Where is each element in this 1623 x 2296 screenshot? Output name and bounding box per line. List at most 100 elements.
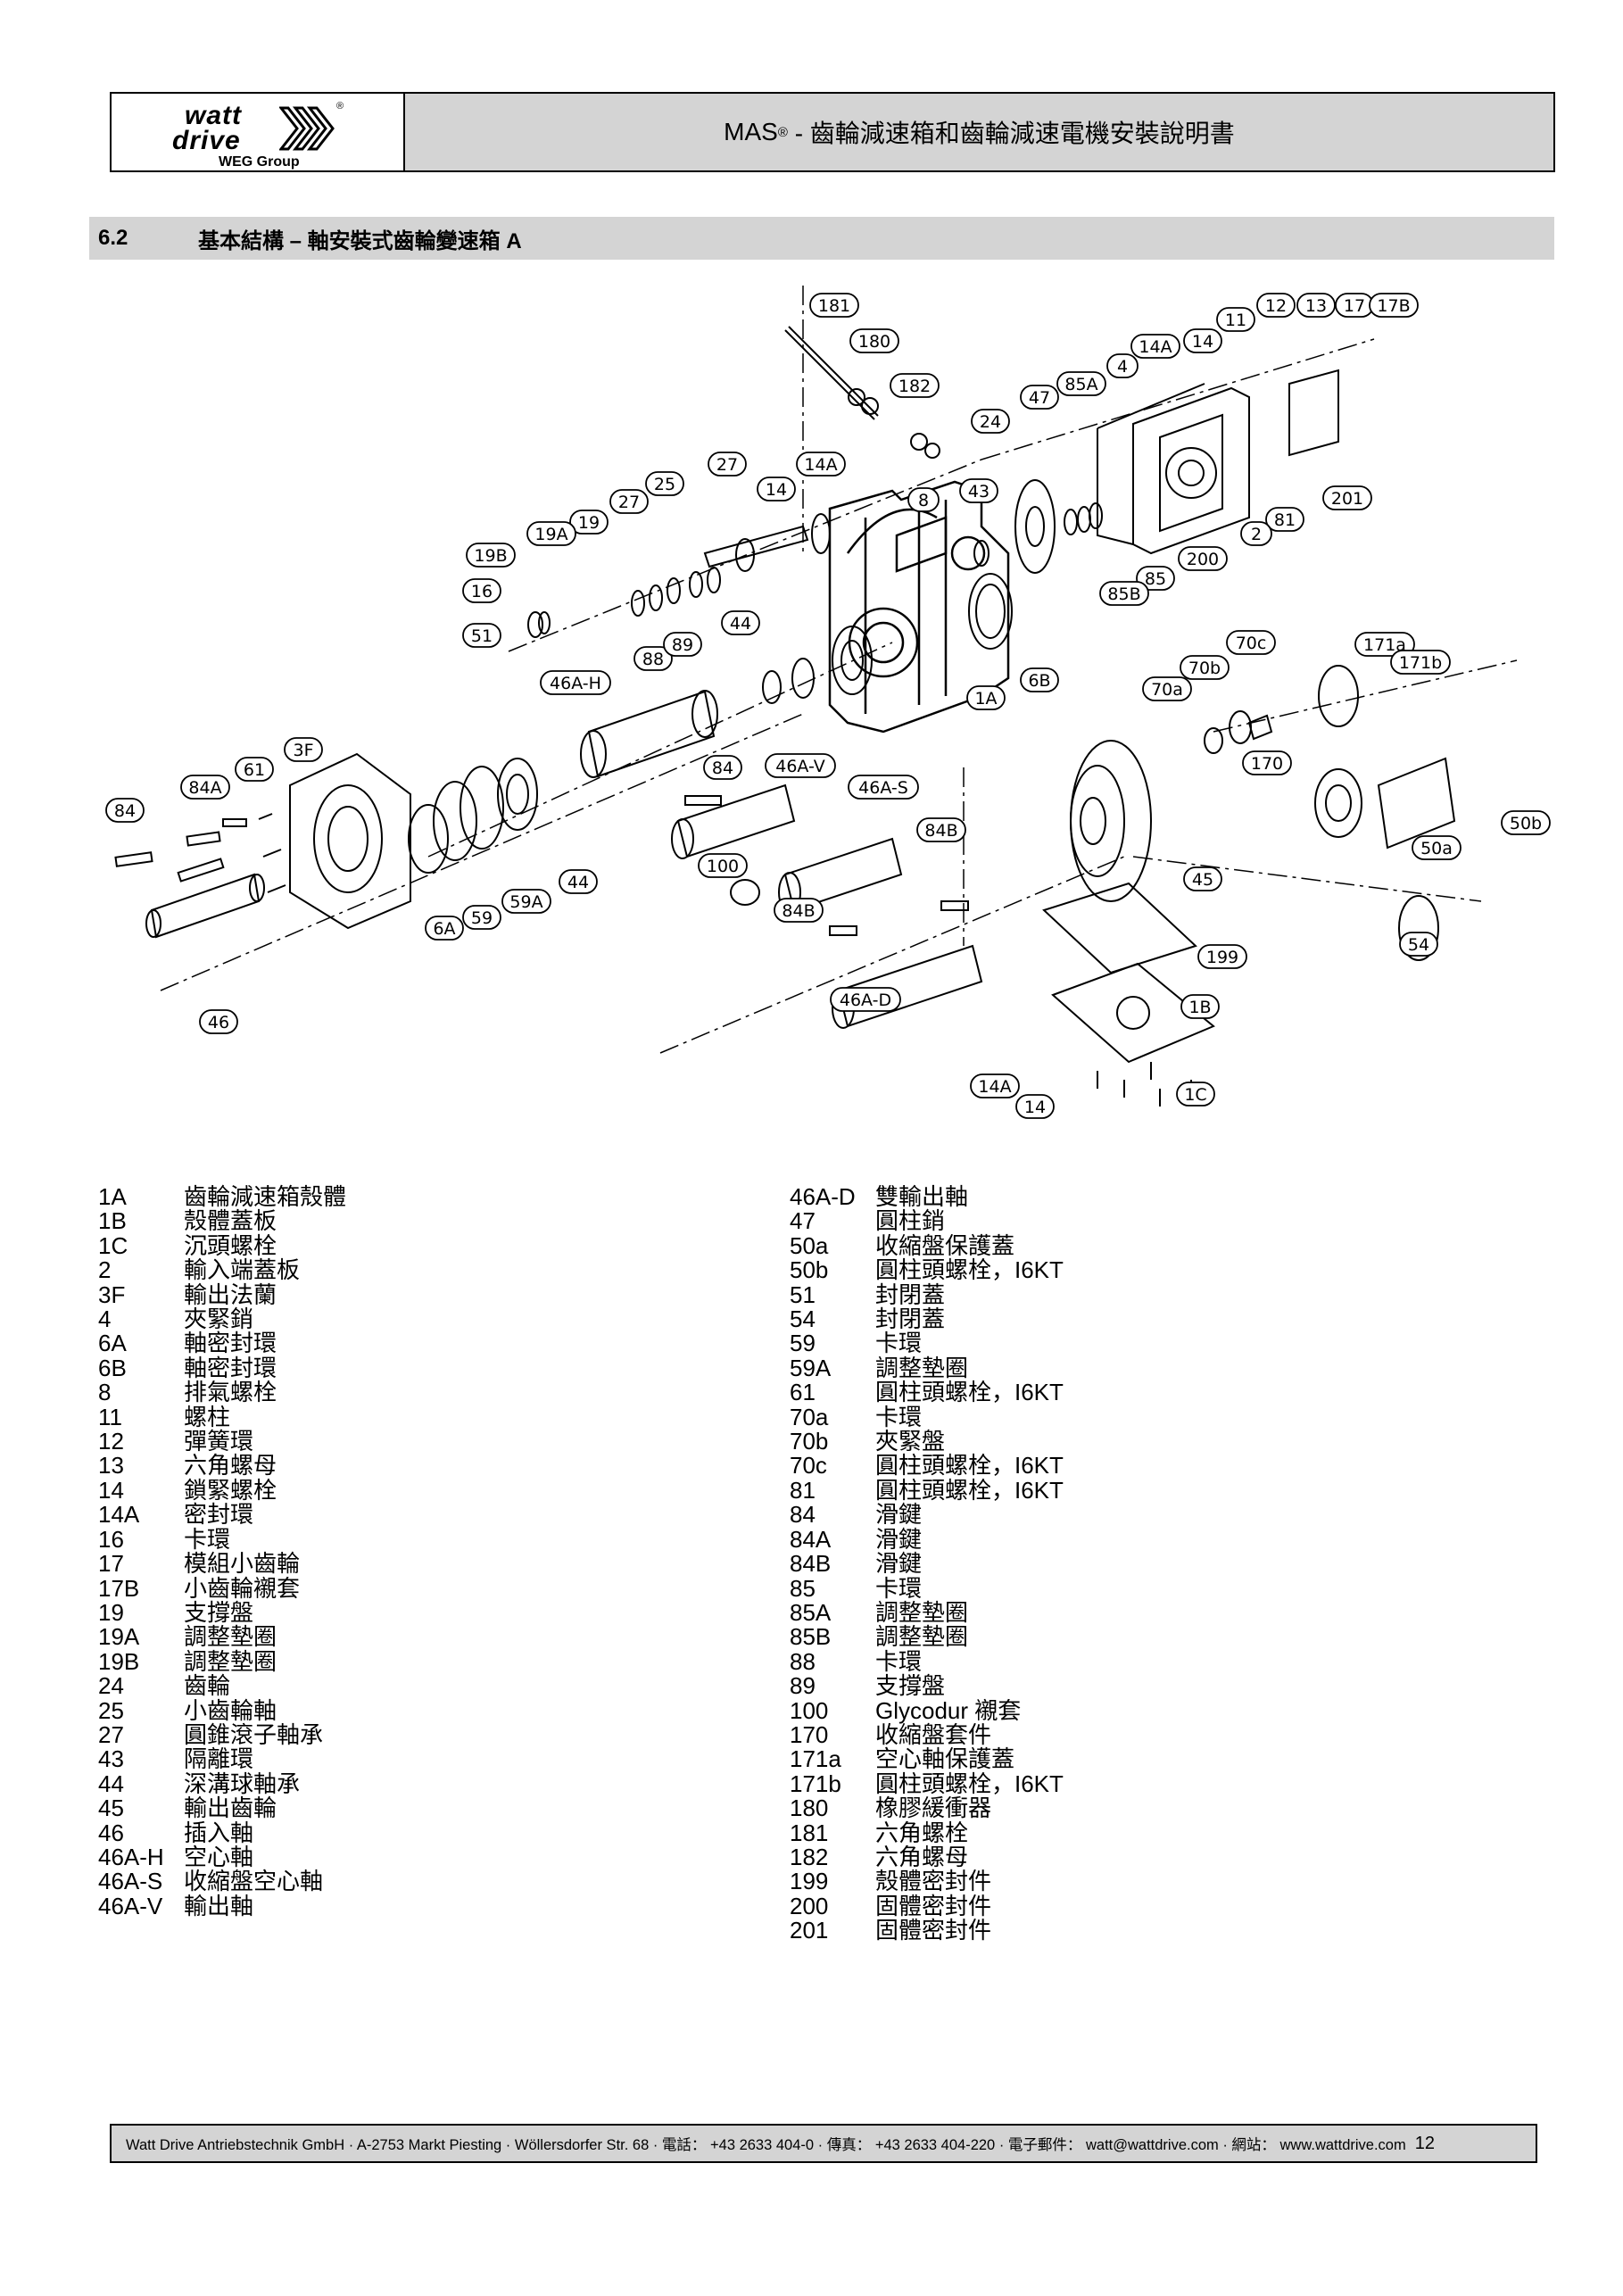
label-balloon-outline <box>609 489 649 514</box>
part-description: 隔離環 <box>184 1745 254 1773</box>
part-label-balloon: 180 <box>849 328 899 353</box>
part-number: 85 <box>790 1574 816 1602</box>
part-label-balloon: 170 <box>1242 750 1292 775</box>
part-description: 輸出法蘭 <box>184 1281 277 1308</box>
part-number: 2 <box>98 1256 112 1284</box>
label-balloon-outline <box>540 670 611 695</box>
part-description: 六角螺母 <box>875 1843 969 1870</box>
part-label-balloon: 14A <box>1130 334 1180 359</box>
label-balloon-text: 44 <box>730 614 751 634</box>
label-balloon-text: 1A <box>974 689 997 709</box>
label-balloon-outline <box>809 293 859 318</box>
part-number: 50b <box>790 1256 829 1284</box>
label-balloon-text: 16 <box>471 582 493 601</box>
label-balloon-text: 11 <box>1225 311 1246 330</box>
part-number: 11 <box>98 1403 122 1430</box>
gearbox-housing-1A <box>828 480 1010 734</box>
label-balloon-outline <box>559 869 598 894</box>
part-description: 封閉蓋 <box>875 1281 946 1308</box>
part-number: 19A <box>98 1623 140 1651</box>
part-description: 殼體蓋板 <box>184 1207 277 1235</box>
part-label-balloon: 46A-S <box>848 775 919 800</box>
part-number: 14 <box>98 1476 124 1504</box>
part-label-balloon: 17 <box>1335 293 1374 318</box>
label-balloon-outline <box>1099 581 1149 606</box>
label-balloon-outline <box>663 632 702 657</box>
part-label-balloon: 13 <box>1296 293 1336 318</box>
part-number: 27 <box>98 1720 124 1748</box>
part-description: 圓柱銷 <box>875 1207 946 1235</box>
label-balloon-outline <box>1322 485 1372 510</box>
cover-bolts-1C <box>1097 1062 1192 1107</box>
shrink-disk-assembly <box>1204 665 1456 961</box>
part-number: 171b <box>790 1770 841 1797</box>
part-label-balloon: 88 <box>633 646 673 671</box>
keys-84 <box>114 818 247 867</box>
label-balloon-outline <box>1130 334 1180 359</box>
page-footer: Watt Drive Antriebstechnik GmbH · A-2753… <box>110 2124 1537 2163</box>
label-balloon-outline <box>698 853 748 878</box>
part-description: 圓錐滾子軸承 <box>184 1720 324 1748</box>
part-number: 3F <box>98 1281 126 1308</box>
label-balloon-outline <box>1256 293 1296 318</box>
part-number: 46A-H <box>98 1843 164 1870</box>
label-balloon-text: 180 <box>858 332 890 352</box>
label-balloon-text: 85 <box>1145 569 1166 589</box>
part-number: 59A <box>790 1354 832 1381</box>
label-balloon-outline <box>1015 1094 1055 1119</box>
part-description: 空心軸 <box>184 1843 254 1870</box>
label-balloon-text: 19B <box>474 546 507 566</box>
part-label-balloon: 19 <box>569 510 609 535</box>
part-label-balloon: 14A <box>970 1073 1020 1098</box>
label-balloon-text: 19 <box>578 513 600 533</box>
part-label-balloon: 1A <box>966 685 1006 710</box>
part-description: 插入軸 <box>184 1819 254 1846</box>
label-balloon-outline <box>1020 385 1059 410</box>
part-number: 199 <box>790 1868 829 1895</box>
part-label-balloon: 46A-H <box>540 670 611 695</box>
footer-contact-text: Watt Drive Antriebstechnik GmbH · A-2753… <box>126 2137 1406 2153</box>
label-balloon-text: 84B <box>924 821 957 841</box>
part-number: 17 <box>98 1550 124 1578</box>
part-number: 46 <box>98 1819 124 1846</box>
output-gear-45 <box>1070 740 1152 902</box>
label-balloon-outline <box>703 755 742 780</box>
label-balloon-text: 46A-H <box>550 674 601 693</box>
part-label-balloon: 84A <box>180 775 230 800</box>
part-number: 46A-V <box>98 1892 163 1919</box>
part-label-balloon: 6B <box>1020 667 1059 692</box>
label-balloon-text: 1B <box>1188 998 1211 1017</box>
part-description: 螺柱 <box>184 1403 231 1430</box>
label-balloon-outline <box>462 905 501 930</box>
part-label-balloon: 12 <box>1256 293 1296 318</box>
label-balloon-text: 51 <box>471 626 493 646</box>
part-number: 43 <box>98 1745 124 1773</box>
label-balloon-text: 59A <box>509 892 542 912</box>
part-number: 50a <box>790 1231 829 1259</box>
part-description: 調整墊圈 <box>875 1623 969 1651</box>
label-balloon-text: 3F <box>293 741 313 760</box>
part-number: 51 <box>790 1281 816 1308</box>
part-description: 軸密封環 <box>184 1330 277 1357</box>
label-balloon-outline <box>1020 667 1059 692</box>
label-balloon-outline <box>830 987 901 1012</box>
part-description: 深溝球軸承 <box>184 1770 301 1797</box>
part-label-balloon: 47 <box>1020 385 1059 410</box>
logo-word-drive: drive <box>172 126 241 155</box>
label-balloon-outline <box>970 1073 1020 1098</box>
label-balloon-text: 84 <box>712 758 733 778</box>
